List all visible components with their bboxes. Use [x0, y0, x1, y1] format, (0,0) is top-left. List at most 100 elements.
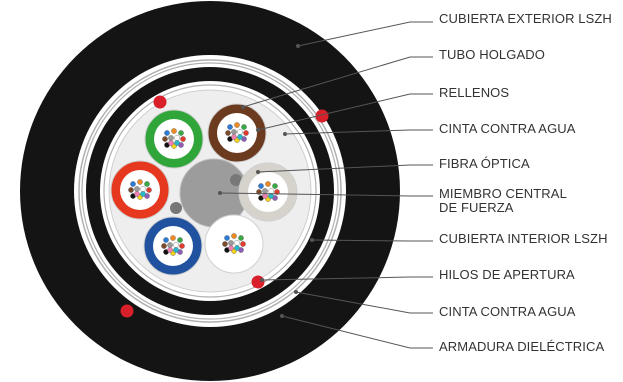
optical-fiber [231, 233, 237, 239]
optical-fiber [161, 243, 167, 249]
optical-fiber [268, 188, 274, 194]
leader-line [242, 56, 433, 108]
water-tape-inner [103, 84, 317, 298]
optical-fiber [234, 122, 240, 128]
optical-fiber [227, 124, 233, 130]
optical-fiber [167, 247, 173, 253]
optical-fiber [140, 191, 146, 197]
leader-line-end [280, 314, 284, 318]
optical-fiber [180, 136, 186, 142]
label-fillers: RELLENOS [439, 85, 510, 100]
optical-fiber [237, 129, 243, 135]
optical-fiber [144, 181, 150, 187]
optical-fiber [241, 124, 247, 130]
leader-line [295, 291, 433, 314]
optical-fiber [174, 140, 180, 146]
optical-fiber [128, 187, 134, 193]
label-outer-jacket: CUBIERTA EXTERIOR LSZH [439, 11, 612, 26]
leader-line-end [283, 132, 287, 136]
leader-line [257, 164, 433, 173]
leader-line [284, 129, 433, 135]
optical-fiber [177, 237, 183, 243]
optical-fiber [168, 140, 174, 146]
optical-fiber [272, 183, 278, 189]
cable-cross-section [20, 1, 400, 381]
central-strength-member [180, 159, 248, 227]
optical-fiber [134, 191, 140, 197]
tube-interior [154, 119, 194, 159]
optical-fiber [262, 188, 268, 194]
optical-fiber [237, 134, 243, 140]
optical-fiber [224, 235, 230, 241]
optical-fiber [171, 128, 177, 134]
optical-fiber [240, 241, 246, 247]
optical-fiber [146, 187, 152, 193]
optical-fiber [179, 243, 185, 249]
ripcord [251, 275, 265, 289]
ripcord [120, 304, 134, 318]
label-loose-tube: TUBO HOLGADO [439, 47, 545, 62]
optical-fiber [174, 135, 180, 141]
water-tape-outer-edge [81, 62, 339, 320]
leader-line-end [310, 238, 314, 242]
leader-lines [218, 21, 433, 349]
optical-fiber [228, 245, 234, 251]
leader-line [297, 21, 433, 47]
optical-fiber [234, 245, 240, 251]
optical-fiber [162, 136, 168, 142]
label-ripcords: HILOS DE APERTURA [439, 267, 575, 282]
water-tape-outer [78, 59, 342, 323]
optical-fiber [274, 189, 280, 195]
optical-fiber [231, 129, 237, 135]
optical-fiber [178, 130, 184, 136]
optical-fiber [164, 130, 170, 136]
optical-fiber [228, 240, 234, 246]
leader-line-end [256, 170, 260, 174]
leader-line [281, 315, 433, 349]
optical-fiber [130, 181, 136, 187]
leader-line-end [218, 191, 222, 195]
leader-line-end [296, 44, 300, 48]
optical-fiber [134, 186, 140, 192]
leader-line-end [256, 128, 260, 132]
optical-fiber [173, 247, 179, 253]
optical-fiber [168, 135, 174, 141]
optical-fiber [234, 240, 240, 246]
tube-interior [214, 224, 254, 264]
leader-line [257, 93, 433, 131]
optical-fiber [222, 241, 228, 247]
ripcord [315, 109, 329, 123]
spacer [170, 202, 182, 214]
tube-interior [248, 172, 288, 212]
optical-fiber [170, 235, 176, 241]
optical-fiber [163, 237, 169, 243]
optical-fiber [225, 130, 231, 136]
spacer [230, 174, 242, 186]
tube-interior [153, 226, 193, 266]
label-optical-fiber: FIBRA ÓPTICA [439, 156, 530, 171]
leader-line-end [260, 278, 264, 282]
leader-line [311, 239, 433, 242]
leader-line [261, 276, 433, 281]
optical-fiber [265, 181, 271, 187]
label-central-member: MIEMBRO CENTRAL DE FUERZA [439, 186, 567, 215]
label-dielectric-armor: ARMADURA DIELÉCTRICA [439, 339, 605, 354]
ripcord [153, 95, 167, 109]
optical-fiber [243, 130, 249, 136]
tube-interior [120, 170, 160, 210]
leader-line-end [294, 290, 298, 294]
leader-line [219, 192, 433, 197]
label-inner-jacket: CUBIERTA INTERIOR LSZH [439, 231, 608, 246]
optical-fiber [137, 179, 143, 185]
optical-fiber [238, 235, 244, 241]
label-water-tape-inner: CINTA CONTRA AGUA [439, 121, 576, 136]
optical-fiber [167, 242, 173, 248]
leader-line-end [241, 105, 245, 109]
optical-fiber [173, 242, 179, 248]
tube-interior [217, 113, 257, 153]
label-water-tape-outer: CINTA CONTRA AGUA [439, 304, 576, 319]
optical-fiber [140, 186, 146, 192]
optical-fiber [258, 183, 264, 189]
optical-fiber [231, 134, 237, 140]
